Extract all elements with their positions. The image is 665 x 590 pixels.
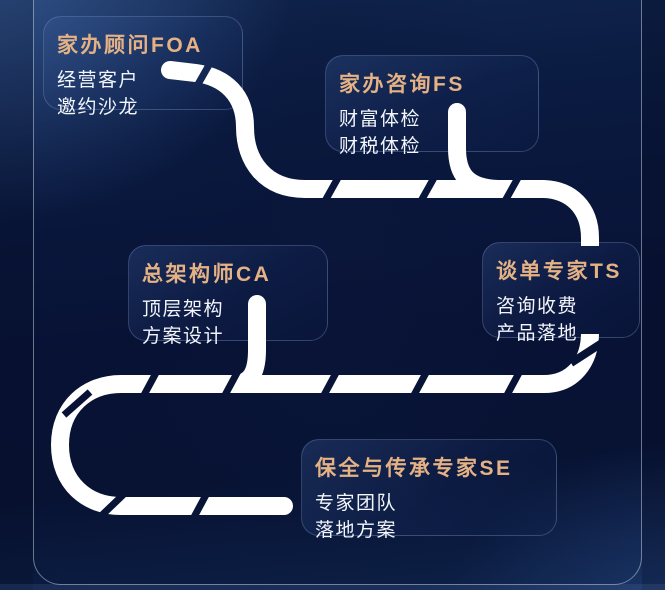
- node-line: 方案设计: [142, 326, 225, 347]
- node-line: 顶层架构: [142, 299, 225, 320]
- node-title: 家办顾问FOA: [57, 34, 203, 57]
- bottom-edge-shade: [0, 584, 665, 590]
- node-line: 专家团队: [315, 493, 398, 514]
- right-edge-shade: [642, 0, 665, 590]
- node-panel-se: 保全与传承专家SE 专家团队 落地方案: [301, 439, 557, 541]
- node-title: 家办咨询FS: [339, 73, 465, 96]
- node-line: 产品落地: [496, 323, 579, 344]
- node-title: 谈单专家TS: [496, 260, 622, 283]
- node-line: 财富体检: [339, 109, 422, 130]
- node-title: 总架构师CA: [142, 263, 272, 286]
- node-line: 邀约沙龙: [57, 97, 140, 118]
- node-panel-ca: 总架构师CA 顶层架构 方案设计: [128, 245, 328, 347]
- node-panel-fs: 家办咨询FS 财富体检 财税体检: [325, 55, 539, 157]
- node-panel-foa: 家办顾问FOA 经营客户 邀约沙龙: [43, 16, 243, 118]
- node-line: 财税体检: [339, 136, 422, 157]
- node-line: 经营客户: [57, 70, 140, 91]
- node-panel-ts: 谈单专家TS 咨询收费 产品落地: [482, 242, 640, 344]
- node-line: 咨询收费: [496, 296, 579, 317]
- node-title: 保全与传承专家SE: [315, 457, 513, 480]
- node-line: 落地方案: [315, 520, 398, 541]
- left-edge-shade: [0, 0, 33, 590]
